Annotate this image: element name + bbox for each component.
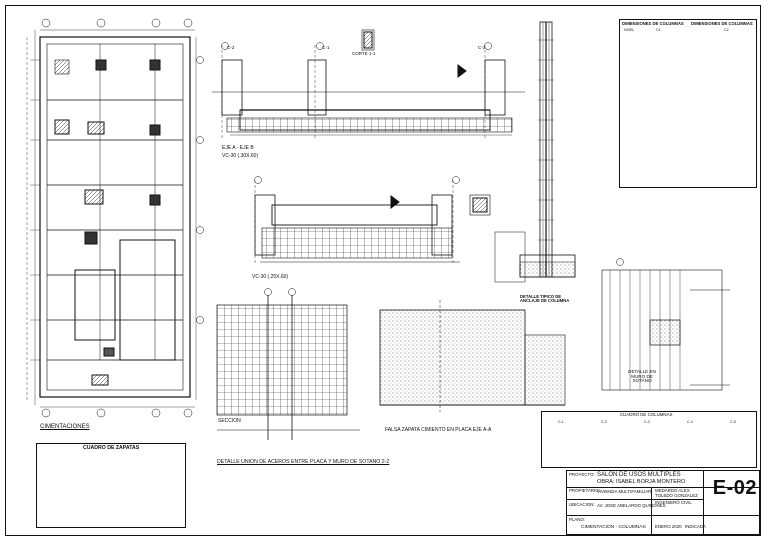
anchor-detail — [601, 258, 730, 391]
column-dimensions-table: DIMENSIONES DE COLUMNAS DIMENSIONES DE C… — [619, 19, 757, 188]
column-rebar-detail — [519, 21, 576, 278]
label-cimentaciones: CIMENTACIONES — [40, 424, 90, 430]
label-detalle-union: DETALLE UNION DE ACEROS ENTRE PLACA Y MU… — [217, 459, 390, 465]
col-table-nivel: NIVEL — [624, 28, 635, 32]
tb-owner: VIVIENDA MULTIFAMILIAR — [597, 489, 652, 494]
zapatas-title: CUADRO DE ZAPATAS — [83, 445, 140, 451]
label-viga2: VC-30 (.25X.60) — [252, 274, 289, 280]
columnas-c2: C-2 — [601, 420, 607, 424]
tb-divider — [703, 471, 704, 534]
columnas-c4: C-4 — [687, 420, 693, 424]
label-viga: VC-30 (.30X.60) — [222, 153, 259, 159]
col-table-header-right: DIMENSIONES DE COLUMNAS — [691, 21, 753, 26]
label-eje: EJE A - EJE B — [222, 145, 254, 151]
tb-date: ENERO 2020 — [655, 524, 682, 529]
columnas-c1: C-1 — [558, 420, 564, 424]
beam-elevation-top — [212, 29, 525, 140]
label-muro-sotano: DETALLE EN MURO DE SOTANO — [628, 369, 656, 384]
title-block: PROYECTO: SALON DE USOS MULTIPLES OBRA: … — [566, 470, 760, 536]
columnas-table: CUADRO DE COLUMNAS C-1 C-2 C-3 C-4 C-5 — [541, 411, 757, 468]
col-table-header-left: DIMENSIONES DE COLUMNAS — [622, 21, 684, 26]
label-c1: C-1 — [322, 45, 330, 50]
tb-project-label: PROYECTO: — [569, 472, 595, 477]
wall-rebar-grid — [216, 288, 360, 440]
tb-plan: CIMENTACION - COLUMNAS — [581, 525, 646, 530]
label-c2-right: C-2 — [478, 45, 486, 50]
zapatas-table: CUADRO DE ZAPATAS — [36, 443, 186, 528]
label-c2-left: C-2 — [227, 45, 235, 50]
tb-location-label: UBICACION: — [569, 502, 595, 507]
tb-designer2: INGENIERO CIVIL — [655, 500, 692, 505]
col-table-c1: C1 — [656, 28, 661, 32]
beam-elevation-middle — [254, 176, 526, 283]
tb-plan-label: PLANO: — [569, 517, 586, 522]
col-table-c2: C2 — [724, 28, 729, 32]
tb-scale: INDICADA — [685, 524, 706, 529]
tb-designer: MEDARDO ALEX TOLEDO GONZALEZ — [655, 488, 698, 498]
tb-divider-2 — [651, 487, 652, 536]
foundation-plan — [26, 18, 204, 418]
tb-project: SALON DE USOS MULTIPLES — [597, 472, 681, 478]
tb-sub: OBRA: ISABEL BORJA MONTERO — [597, 479, 686, 485]
label-seccion: SECCION — [218, 418, 241, 424]
tb-location: AV. JOSE ABELARDO QUIÑONES — [597, 503, 666, 508]
tb-owner-label: PROPIETARIO: — [569, 488, 600, 493]
footing-section — [379, 300, 566, 412]
columnas-title: CUADRO DE COLUMNAS — [620, 412, 673, 417]
columnas-c3: C-3 — [644, 420, 650, 424]
label-corte: CORTE 1-1 — [352, 51, 376, 56]
sheet-number: E-02 — [712, 477, 757, 499]
columnas-c5: C-5 — [730, 420, 736, 424]
label-detalle-tipico: DETALLE TIPICO DE ANCLAJE DE COLUMNA — [520, 294, 570, 304]
label-zapata-cimiento: FALSA ZAPATA CIMIENTO EN PLACA EJE A-A — [385, 427, 492, 433]
